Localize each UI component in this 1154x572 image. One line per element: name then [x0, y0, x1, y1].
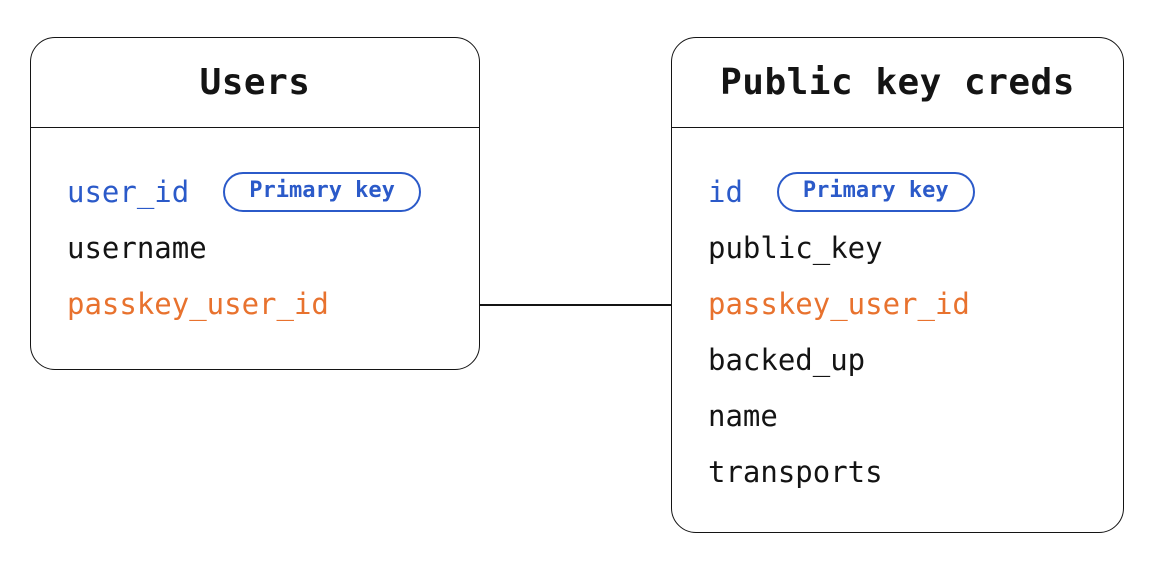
table-node-public-key-creds[interactable]: Public key creds id Primary key public_k…	[671, 37, 1124, 533]
field-name: passkey_user_id	[67, 287, 329, 321]
field-list: id Primary key public_key passkey_user_i…	[672, 128, 1123, 500]
field-row: name	[708, 388, 1087, 444]
field-row: public_key	[708, 220, 1087, 276]
field-row: passkey_user_id	[708, 276, 1087, 332]
table-title: Public key creds	[672, 38, 1123, 128]
field-row: username	[67, 220, 443, 276]
field-row: id Primary key	[708, 164, 1087, 220]
relationship-edge[interactable]	[479, 304, 671, 306]
field-name: name	[708, 399, 778, 433]
table-title: Users	[31, 38, 479, 128]
field-name: user_id	[67, 175, 190, 209]
primary-key-badge: Primary key	[776, 171, 975, 213]
field-list: user_id Primary key username passkey_use…	[31, 128, 479, 332]
primary-key-badge: Primary key	[223, 171, 421, 213]
table-node-users[interactable]: Users user_id Primary key username passk…	[30, 37, 480, 370]
field-row: transports	[708, 444, 1087, 500]
field-name: transports	[708, 455, 883, 489]
field-name: passkey_user_id	[708, 287, 970, 321]
field-row: passkey_user_id	[67, 276, 443, 332]
field-row: backed_up	[708, 332, 1087, 388]
field-name: public_key	[708, 231, 883, 265]
field-name: backed_up	[708, 343, 866, 377]
field-row: user_id Primary key	[67, 164, 443, 220]
field-name: id	[708, 175, 743, 209]
field-name: username	[67, 231, 207, 265]
